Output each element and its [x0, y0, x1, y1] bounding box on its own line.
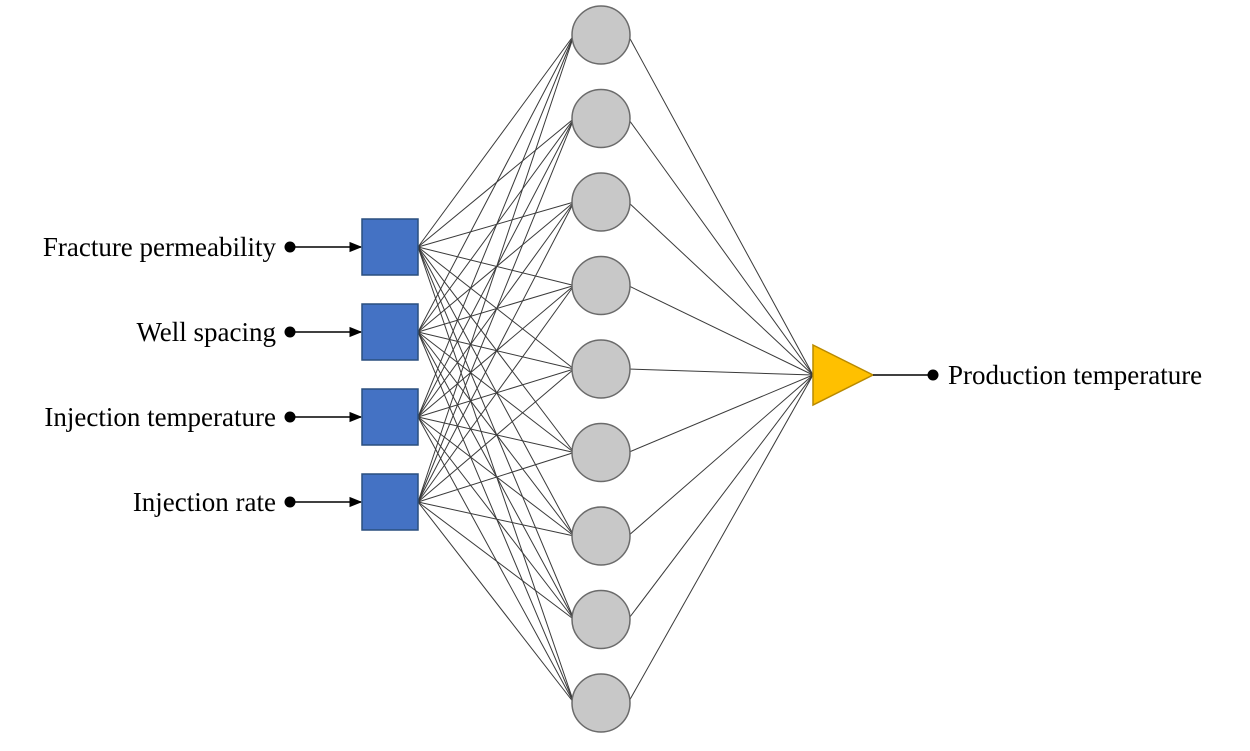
edge-input-4-hidden-5 — [417, 368, 575, 503]
edge-hidden-8-output — [627, 374, 814, 620]
edge-hidden-6-output — [627, 374, 814, 453]
input-dot — [284, 496, 296, 508]
output-layer: Production temperature — [812, 343, 1202, 407]
edge-hidden-7-output — [627, 374, 814, 537]
edge-input-4-hidden-3 — [417, 201, 575, 503]
edge-input-1-hidden-6 — [417, 246, 575, 453]
edge-hidden-3-output — [627, 201, 814, 376]
input-label: Injection rate — [133, 487, 276, 517]
edge-input-1-hidden-7 — [417, 246, 575, 537]
edge-input-4-hidden-4 — [417, 285, 575, 503]
edge-hidden-2-output — [627, 118, 814, 376]
hidden-node-7 — [571, 506, 631, 566]
edge-input-1-hidden-5 — [417, 246, 575, 370]
hidden-node-3 — [571, 172, 631, 232]
hidden-node-5 — [571, 339, 631, 399]
edge-input-4-hidden-6 — [417, 452, 575, 503]
edge-input-3-hidden-8 — [417, 416, 575, 620]
connections — [417, 34, 814, 704]
edge-hidden-9-output — [627, 374, 814, 704]
input-node — [361, 218, 419, 276]
input-label: Injection temperature — [44, 402, 276, 432]
output-dot — [927, 369, 939, 381]
input-dot — [284, 326, 296, 338]
edge-input-4-hidden-9 — [417, 501, 575, 704]
edge-input-4-hidden-8 — [417, 501, 575, 620]
edge-hidden-1-output — [627, 34, 814, 376]
edge-input-1-hidden-1 — [417, 34, 575, 248]
edge-input-2-hidden-8 — [417, 331, 575, 620]
hidden-node-2 — [571, 88, 631, 149]
input-node — [361, 473, 419, 531]
input-node — [361, 303, 419, 361]
input-label: Well spacing — [136, 317, 276, 347]
output-node — [812, 343, 875, 407]
edge-input-3-hidden-9 — [417, 416, 575, 704]
edge-input-3-hidden-1 — [417, 34, 575, 418]
output-label: Production temperature — [948, 360, 1202, 390]
hidden-layer — [571, 5, 631, 733]
hidden-node-9 — [571, 673, 631, 733]
input-dot — [284, 241, 296, 253]
edge-hidden-5-output — [627, 368, 814, 376]
edge-input-4-hidden-2 — [417, 118, 575, 503]
input-label: Fracture permeability — [43, 232, 277, 262]
edge-input-2-hidden-1 — [417, 34, 575, 333]
hidden-node-6 — [571, 422, 631, 483]
input-node — [361, 388, 419, 446]
hidden-node-4 — [571, 255, 631, 316]
hidden-node-8 — [571, 589, 631, 650]
edge-input-1-hidden-4 — [417, 246, 575, 286]
edge-input-2-hidden-7 — [417, 331, 575, 537]
hidden-node-1 — [571, 5, 631, 65]
edge-input-4-hidden-7 — [417, 501, 575, 537]
input-dot — [284, 411, 296, 423]
edge-hidden-4-output — [627, 285, 814, 376]
edge-input-4-hidden-1 — [417, 34, 575, 503]
edge-input-2-hidden-5 — [417, 331, 575, 370]
